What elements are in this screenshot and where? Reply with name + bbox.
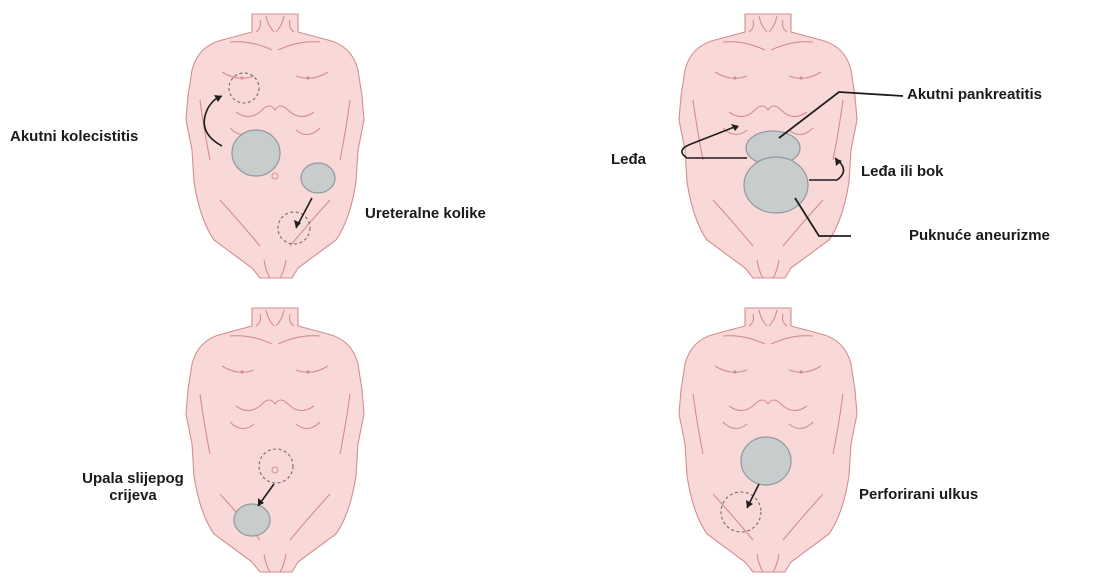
label-back-or-flank: Leđa ili bok: [861, 163, 944, 181]
ulcer-pain-area: [741, 437, 791, 485]
torso-diagram-1: [0, 0, 551, 294]
gallbladder-pain-area: [232, 130, 280, 176]
label-ruptured-aneurysm: Puknuće aneurizme: [909, 227, 1050, 245]
label-acute-pancreatitis: Akutni pankreatitis: [907, 86, 1042, 104]
torso-diagram-2: [551, 0, 1101, 294]
label-back-left: Leđa: [611, 151, 646, 169]
panel-perforated-ulcer: Perforirani ulkus: [551, 294, 1101, 588]
torso-diagram-3: [0, 294, 551, 588]
label-appendicitis-line2: crijeva: [58, 487, 208, 505]
torso-diagram-4: [551, 294, 1101, 588]
label-perforated-ulcer: Perforirani ulkus: [859, 486, 978, 504]
label-ureteral-colic: Ureteralne kolike: [365, 205, 486, 223]
ureter-pain-area: [301, 163, 335, 193]
appendix-pain-area: [234, 504, 270, 536]
panel-pancreatitis-aneurysm: Akutni pankreatitis Leđa Leđa ili bok Pu…: [551, 0, 1101, 294]
panel-cholecystitis-ureteral: Akutni kolecistitis Ureteralne kolike: [0, 0, 551, 294]
label-appendicitis-line1: Upala slijepog: [58, 470, 208, 488]
panel-appendicitis: Upala slijepog crijeva: [0, 294, 551, 588]
label-acute-cholecystitis: Akutni kolecistitis: [10, 128, 138, 146]
